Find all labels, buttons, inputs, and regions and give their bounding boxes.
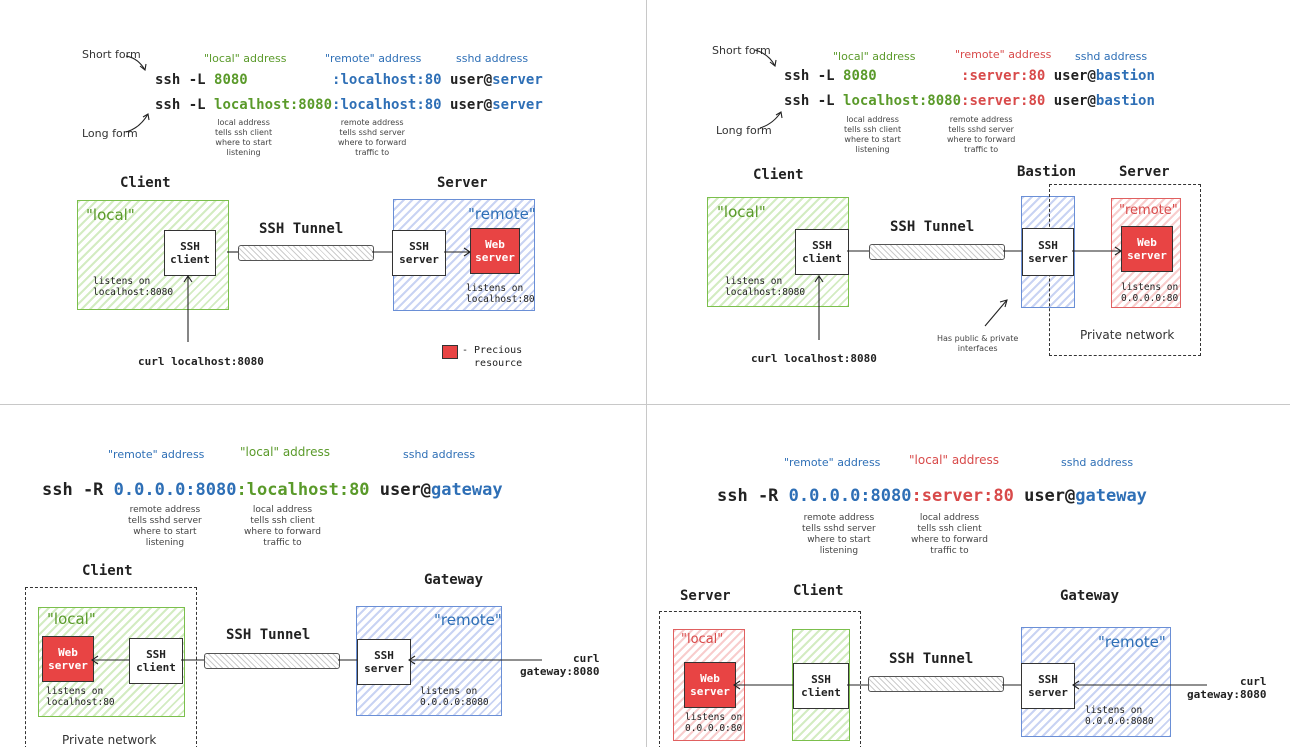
client-title: Client bbox=[82, 563, 133, 579]
local-zone-label: "local" bbox=[717, 203, 766, 221]
ssh-tunnel bbox=[238, 245, 374, 261]
listen-client: listens on localhost:8080 bbox=[725, 276, 806, 298]
client-title: Client bbox=[793, 583, 844, 599]
note-remote-address: remote address tells sshd server where t… bbox=[128, 505, 202, 548]
ssh-tunnel bbox=[204, 653, 340, 669]
command-short: ssh -L 8080:server:80 user@bastion bbox=[784, 68, 1155, 84]
note-remote-address: remote address tells sshd server where t… bbox=[947, 115, 1016, 154]
command-remote: ssh -R 0.0.0.0:8080:localhost:80 user@ga… bbox=[42, 480, 503, 500]
server-title: Server bbox=[437, 175, 488, 191]
curl-command: curl localhost:8080 bbox=[138, 355, 264, 368]
panel-remote-forward-local: "remote" address "local" address sshd ad… bbox=[0, 405, 645, 747]
sshd-address-label: sshd address bbox=[1075, 50, 1148, 63]
remote-zone-label: "remote" bbox=[1119, 203, 1178, 218]
remote-address-label: "remote" address bbox=[108, 448, 205, 461]
curl-command: curl gateway:8080 bbox=[520, 652, 600, 678]
tunnel-label: SSH Tunnel bbox=[890, 219, 975, 235]
local-address-label: "local" address bbox=[204, 52, 287, 65]
note-remote-address: remote address tells sshd server where t… bbox=[802, 513, 876, 556]
command-remote: ssh -R 0.0.0.0:8080:server:80 user@gatew… bbox=[717, 486, 1147, 506]
local-address-label: "local" address bbox=[240, 445, 330, 459]
local-zone-label: "local" bbox=[47, 610, 96, 628]
listen-gateway: listens on 0.0.0.0:8080 bbox=[420, 686, 489, 708]
web-server-node: Web server bbox=[470, 228, 520, 274]
legend-swatch bbox=[442, 345, 458, 359]
remote-address-label: "remote" address bbox=[784, 456, 881, 469]
long-form-label: Long form bbox=[82, 127, 138, 140]
tunnel-label: SSH Tunnel bbox=[259, 221, 344, 237]
bastion-title: Bastion bbox=[1017, 164, 1077, 180]
ssh-tunnel bbox=[869, 244, 1005, 260]
panel3-arrows bbox=[91, 655, 542, 665]
client-title: Client bbox=[120, 175, 171, 191]
note-local-address: local address tells ssh client where to … bbox=[244, 505, 321, 548]
local-zone-label: "local" bbox=[86, 206, 135, 224]
remote-address-label: "remote" address bbox=[955, 48, 1052, 61]
legend-text: - Precious resource bbox=[462, 345, 523, 369]
panel-local-forward-bastion: Short form Long form "local" address "re… bbox=[647, 0, 1290, 403]
vertical-divider bbox=[646, 0, 647, 747]
panel2-arrows bbox=[754, 49, 1122, 340]
panel4-arrows bbox=[733, 680, 1207, 690]
ssh-server-node: SSH server bbox=[392, 230, 446, 276]
gateway-title: Gateway bbox=[1060, 588, 1120, 604]
listen-server: listens on 0.0.0.0:80 bbox=[685, 712, 743, 734]
private-network-boundary bbox=[659, 611, 861, 747]
ssh-client-node: SSH client bbox=[164, 230, 216, 276]
ssh-tunnel bbox=[868, 676, 1004, 692]
local-zone-label: "local" bbox=[681, 632, 724, 647]
listen-local: listens on localhost:80 bbox=[46, 686, 115, 708]
tunnel-label: SSH Tunnel bbox=[889, 651, 974, 667]
ssh-client-node: SSH client bbox=[795, 229, 849, 275]
bastion-note: Has public & private interfaces bbox=[937, 334, 1019, 353]
ssh-server-node: SSH server bbox=[1021, 663, 1075, 709]
panel-local-forward-basic: Short form Long form "local" address "re… bbox=[0, 0, 645, 403]
horizontal-divider bbox=[0, 404, 1290, 405]
server-title: Server bbox=[1119, 164, 1170, 180]
ssh-server-node: SSH server bbox=[1022, 228, 1074, 276]
listen-server: listens on 0.0.0.0:80 bbox=[1121, 282, 1179, 304]
command-short: ssh -L 8080:localhost:80 user@server bbox=[155, 72, 543, 88]
ssh-client-node: SSH client bbox=[129, 638, 183, 684]
private-network-boundary bbox=[25, 587, 197, 747]
command-long: ssh -L localhost:8080:localhost:80 user@… bbox=[155, 97, 543, 113]
remote-zone-label: "remote" bbox=[434, 611, 502, 629]
web-server-node: Web server bbox=[1121, 226, 1173, 272]
local-address-label: "local" address bbox=[909, 453, 999, 467]
command-long: ssh -L localhost:8080:server:80 user@bas… bbox=[784, 93, 1155, 109]
long-form-label: Long form bbox=[716, 124, 772, 137]
remote-address-label: "remote" address bbox=[325, 52, 422, 65]
remote-zone-label: "remote" bbox=[468, 205, 536, 223]
short-form-label: Short form bbox=[82, 48, 141, 61]
tunnel-label: SSH Tunnel bbox=[226, 627, 311, 643]
note-local-address: local address tells ssh client where to … bbox=[911, 513, 988, 556]
note-local-address: local address tells ssh client where to … bbox=[844, 115, 902, 154]
ssh-client-node: SSH client bbox=[793, 663, 849, 709]
gateway-title: Gateway bbox=[424, 572, 484, 588]
sshd-address-label: sshd address bbox=[456, 52, 529, 65]
short-form-label: Short form bbox=[712, 44, 771, 57]
panel1-arrows bbox=[125, 55, 471, 342]
sshd-address-label: sshd address bbox=[1061, 456, 1134, 469]
listen-gateway: listens on 0.0.0.0:8080 bbox=[1085, 705, 1154, 727]
web-server-node: Web server bbox=[42, 636, 94, 682]
curl-command: curl localhost:8080 bbox=[751, 352, 877, 365]
note-remote-address: remote address tells sshd server where t… bbox=[338, 118, 407, 157]
sshd-address-label: sshd address bbox=[403, 448, 476, 461]
private-network-label: Private network bbox=[1080, 328, 1175, 342]
server-title: Server bbox=[680, 588, 731, 604]
ssh-server-node: SSH server bbox=[357, 639, 411, 685]
panel-remote-forward-server: "remote" address "local" address sshd ad… bbox=[647, 405, 1290, 747]
remote-zone-label: "remote" bbox=[1098, 633, 1166, 651]
local-address-label: "local" address bbox=[833, 50, 916, 63]
listen-client: listens on localhost:8080 bbox=[93, 276, 174, 298]
private-network-label: Private network bbox=[62, 733, 157, 747]
client-title: Client bbox=[753, 167, 804, 183]
note-local-address: local address tells ssh client where to … bbox=[215, 118, 273, 157]
listen-server: listens on localhost:80 bbox=[466, 283, 535, 305]
curl-command: curl gateway:8080 bbox=[1187, 675, 1267, 701]
